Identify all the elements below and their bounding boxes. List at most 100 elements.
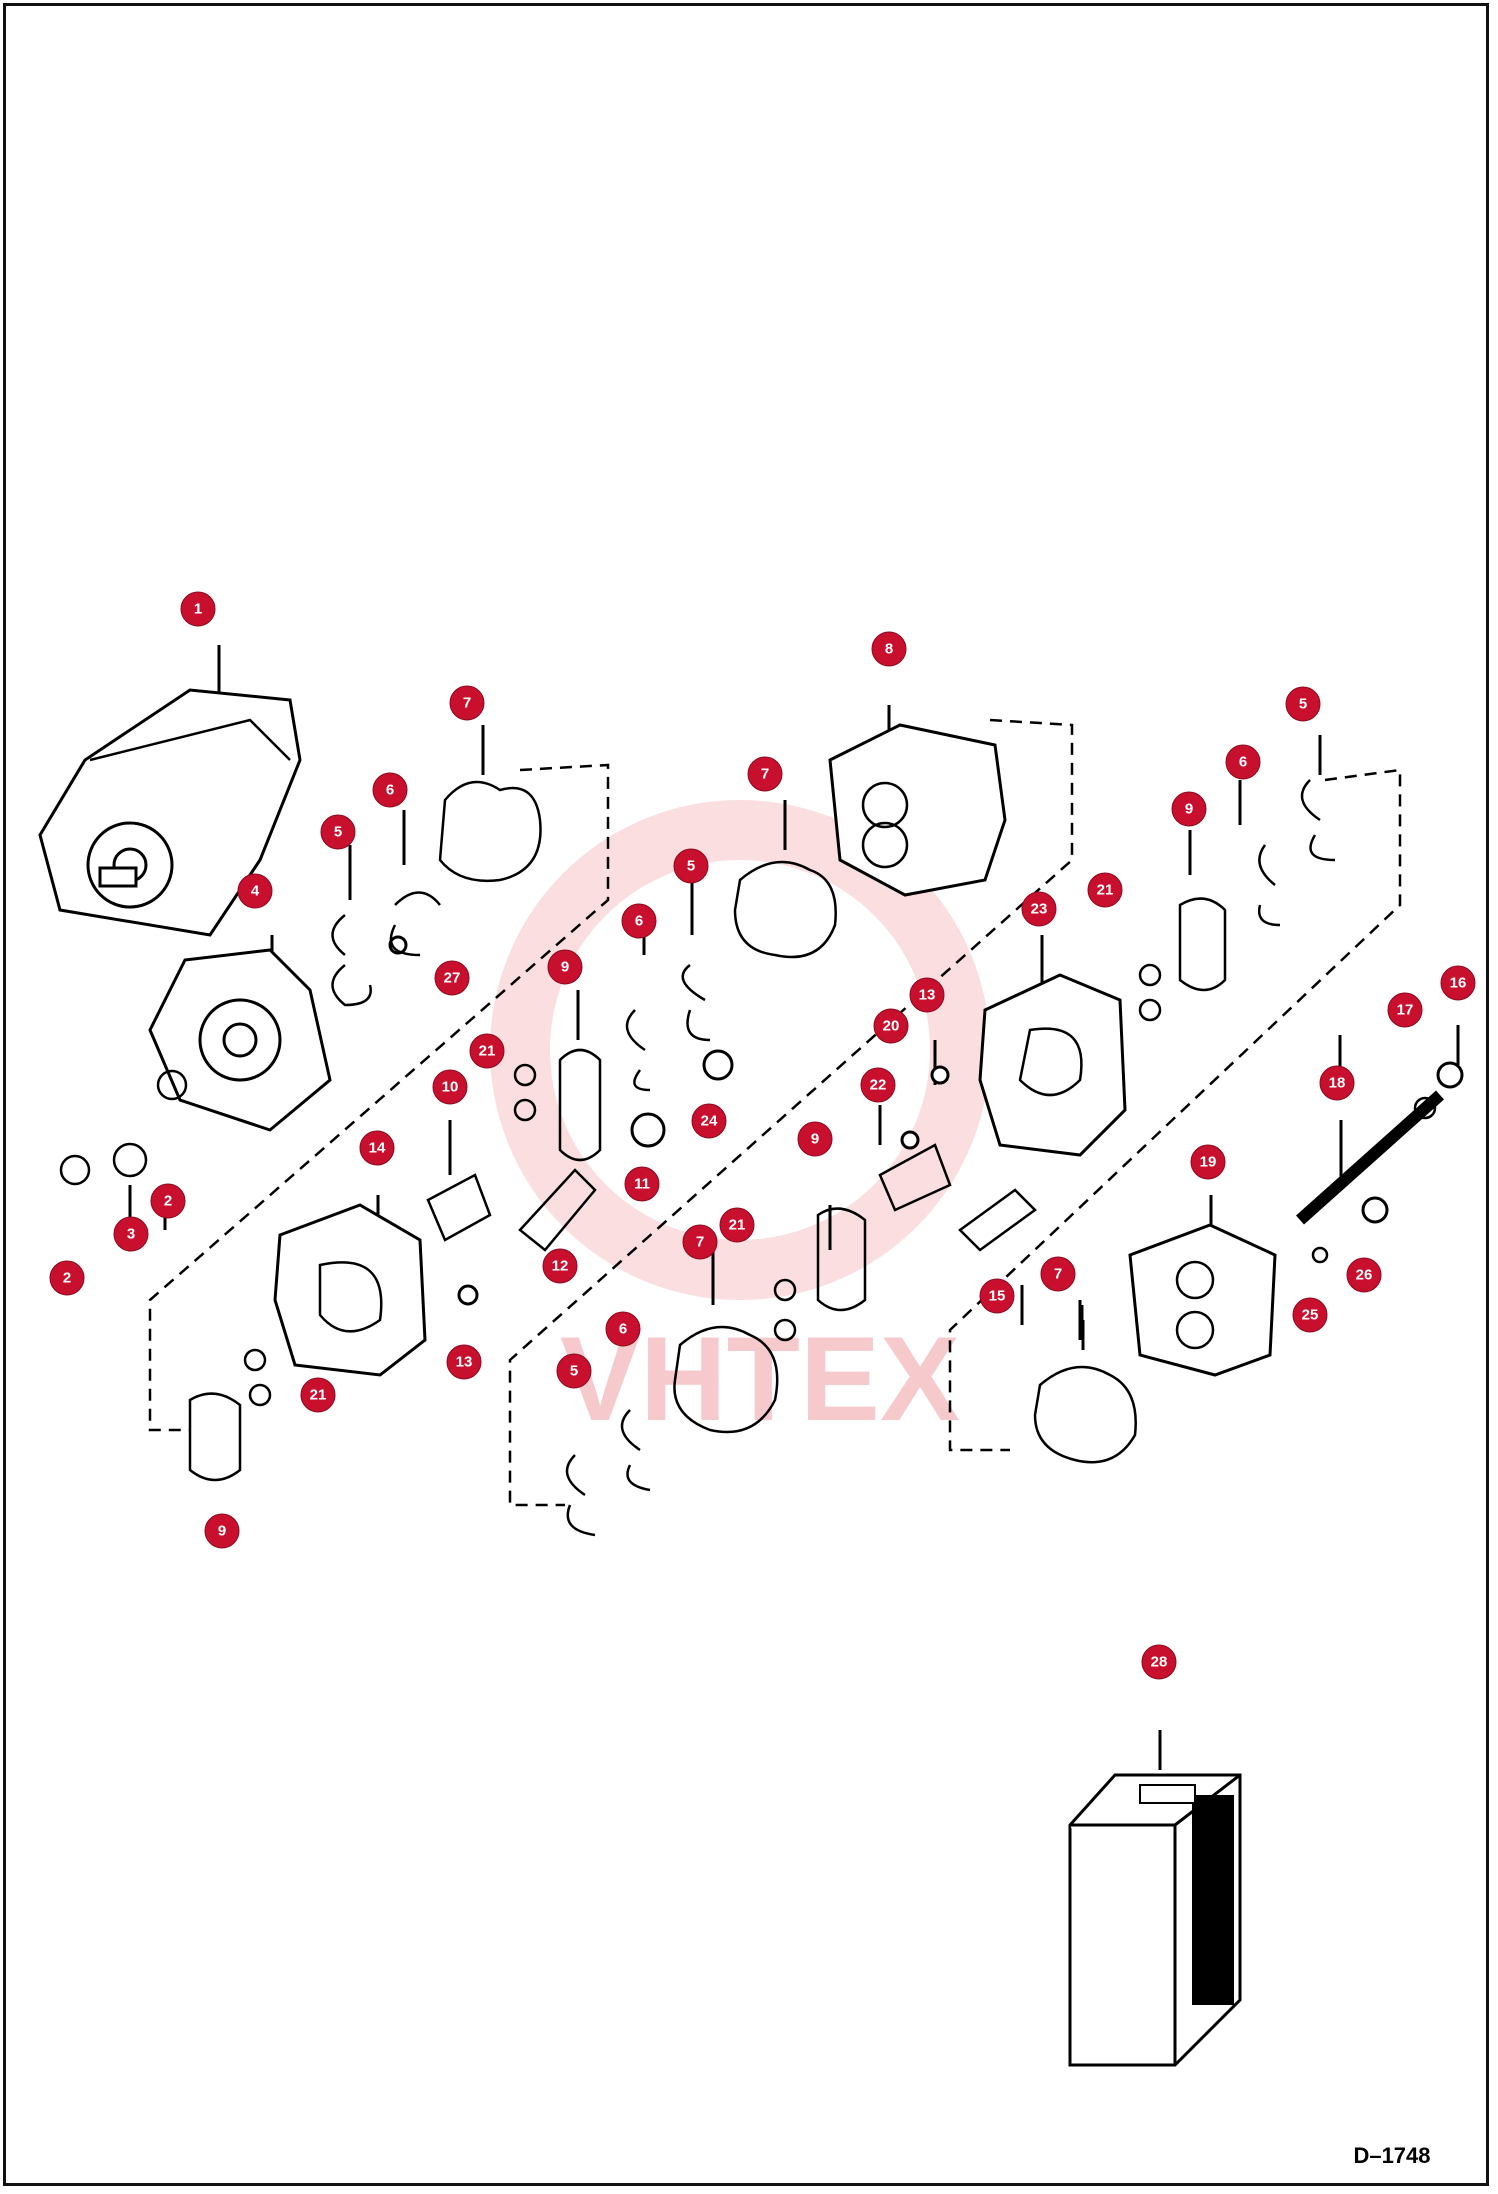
callout-badge [909,977,945,1013]
callout-c12: 12 [542,1248,578,1284]
callout-number: 5 [334,824,342,841]
callout-c9c: 9 [797,1121,833,1157]
callout-badge [673,848,709,884]
callout-c14: 14 [359,1130,395,1166]
callout-c28: 28 [1141,1644,1177,1680]
callout-badge [797,1121,833,1157]
callout-number: 2 [164,1193,172,1210]
callout-badge [1040,1256,1076,1292]
rear-housing [828,723,1007,897]
callout-number: 9 [1185,801,1193,818]
callout-c25: 25 [1292,1297,1328,1333]
callout-c21c: 21 [719,1207,755,1243]
callout-c2b: 2 [150,1183,186,1219]
callout-badge [1346,1257,1382,1293]
gasket-7c [673,1325,779,1434]
callout-badge [1292,1297,1328,1333]
callout-number: 1 [194,601,202,618]
callout-number: 14 [369,1140,386,1157]
callout-number: 7 [761,766,769,783]
callout-number: 3 [127,1226,135,1243]
callout-badge [1171,791,1207,827]
callout-c17: 17 [1387,992,1423,1028]
callout-c13a: 13 [909,977,945,1013]
callout-number: 21 [729,1217,746,1234]
callout-number: 19 [1200,1154,1217,1171]
callout-c5c: 5 [1285,686,1321,722]
callout-badge [542,1248,578,1284]
callout-c4: 4 [237,873,273,909]
callout-c1: 1 [180,591,216,627]
callout-number: 21 [310,1387,327,1404]
callout-badge [359,1130,395,1166]
seal-kit-box [1068,1773,1242,2067]
callout-number: 9 [561,959,569,976]
gasket-7d [1033,1365,1137,1464]
callout-number: 13 [456,1354,473,1371]
callout-c19: 19 [1190,1144,1226,1180]
end-cover [1128,1223,1277,1377]
callout-number: 10 [442,1079,459,1096]
callout-c21a: 21 [469,1033,505,1069]
callout-badge [1087,872,1123,908]
callout-badge [1387,992,1423,1028]
callout-badge [469,1033,505,1069]
callout-number: 7 [696,1234,704,1251]
callout-badge [873,1008,909,1044]
callout-c6b: 6 [621,903,657,939]
callout-number: 17 [1397,1002,1414,1019]
callout-badge [446,1344,482,1380]
callout-badge [556,1353,592,1389]
callout-c26: 26 [1346,1257,1382,1293]
callout-number: 6 [386,782,394,799]
callout-number: 6 [619,1321,627,1338]
callout-c3: 3 [113,1216,149,1252]
callout-c23: 23 [1021,891,1057,927]
callout-c21b: 21 [1087,872,1123,908]
callout-badge [860,1067,896,1103]
callout-c24: 24 [691,1103,727,1139]
drawing-code: D–1748 [1353,2143,1430,2168]
callout-number: 6 [1239,754,1247,771]
callout-badge [682,1224,718,1260]
parts [38,688,1464,2067]
callout-badge [372,772,408,808]
callout-number: 15 [989,1288,1006,1305]
callout-badge [691,1103,727,1139]
callout-badge [449,685,485,721]
callout-badge [719,1207,755,1243]
callout-number: 23 [1031,901,1048,918]
callout-c27: 27 [434,960,470,996]
callout-badge [1141,1644,1177,1680]
callout-badge [300,1377,336,1413]
callout-c7c: 7 [682,1224,718,1260]
callout-number: 21 [1097,882,1114,899]
callouts: 1223455556666777789999101112131314151617… [49,591,1476,1680]
callout-c6d: 6 [605,1311,641,1347]
callout-number: 18 [1329,1075,1346,1092]
callout-badge [49,1260,85,1296]
watermark: VHTEX [490,800,990,1446]
callout-c5a: 5 [320,814,356,850]
callout-badge [1319,1065,1355,1101]
callout-number: 6 [635,913,643,930]
callout-c13b: 13 [446,1344,482,1380]
callout-badge [434,960,470,996]
callout-c16: 16 [1440,965,1476,1001]
assembly-guides [148,718,1402,1507]
callout-badge [1190,1144,1226,1180]
callout-badge [1021,891,1057,927]
callout-number: 8 [885,641,893,658]
section-plate [273,1203,427,1377]
callout-badge [1225,744,1261,780]
gasket-7b [733,860,837,959]
callout-badge [180,591,216,627]
callout-badge [204,1513,240,1549]
callout-number: 9 [218,1523,226,1540]
callout-c9a: 9 [547,949,583,985]
callout-number: 22 [870,1077,887,1094]
callout-number: 11 [634,1176,650,1193]
callout-c6a: 6 [372,772,408,808]
callout-badge [979,1278,1015,1314]
